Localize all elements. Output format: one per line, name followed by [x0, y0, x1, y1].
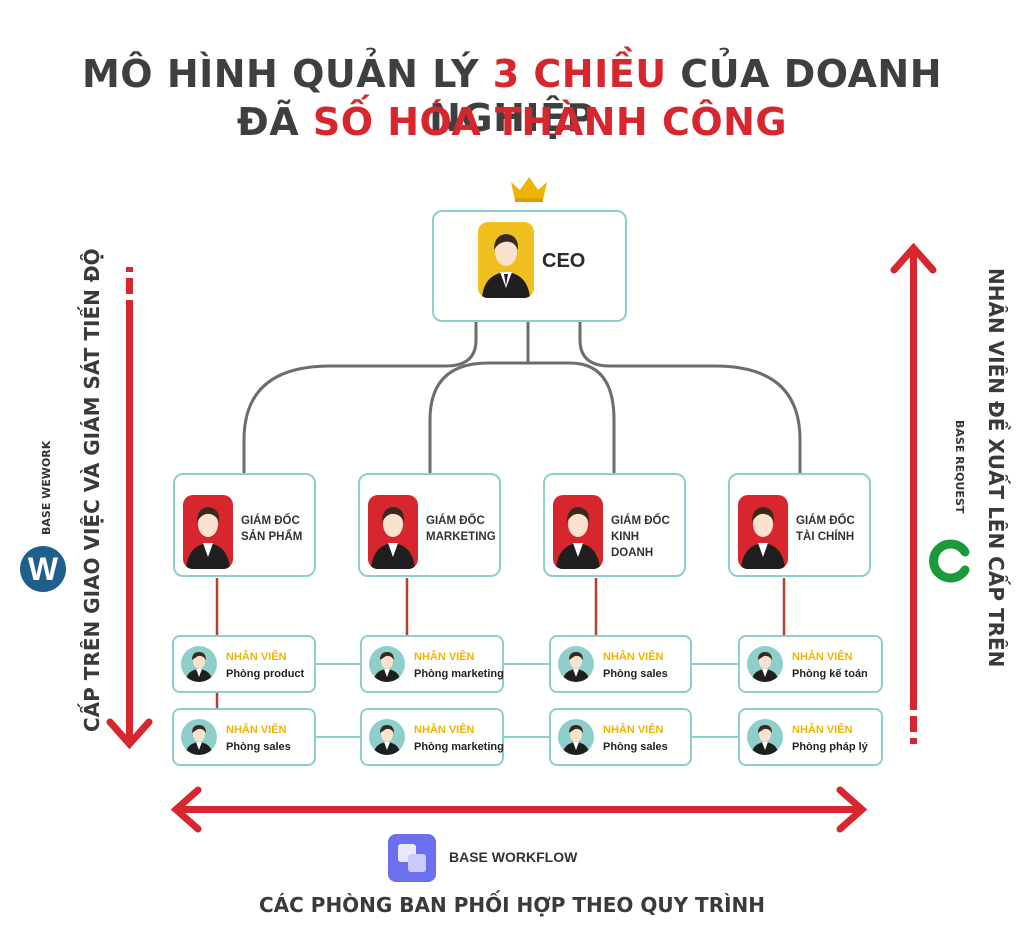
ceo-label: CEO [542, 250, 586, 272]
person-icon [562, 725, 590, 755]
employee-card: NHÂN VIÊN Phòng kế toán [738, 635, 883, 693]
employee-card: NHÂN VIÊN Phòng product [172, 635, 316, 693]
base-workflow-logo-icon [388, 834, 436, 882]
employee-dept: Phòng sales [603, 741, 668, 753]
person-icon [751, 652, 779, 682]
person-icon [373, 725, 401, 755]
employee-title: NHÂN VIÊN [226, 724, 287, 736]
title-line-2: ĐÃ SỐ HÓA THÀNH CÔNG [236, 100, 788, 144]
crown-icon [511, 177, 547, 202]
person-icon [482, 234, 530, 298]
employee-dept: Phòng marketing [414, 741, 504, 753]
left-down-arrow [106, 267, 153, 750]
base-workflow-label: BASE WORKFLOW [449, 849, 578, 865]
employee-title: NHÂN VIÊN [414, 724, 475, 736]
employee-dept: Phòng product [226, 668, 305, 680]
ceo-connectors [242, 310, 802, 487]
employee-title: NHÂN VIÊN [603, 724, 664, 736]
director-avatar [553, 495, 603, 569]
employee-card: NHÂN VIÊN Phòng sales [172, 708, 316, 766]
person-icon [751, 725, 779, 755]
right-axis-text: NHÂN VIÊN ĐỀ XUẤT LÊN CẤP TRÊN [984, 268, 1008, 668]
left-axis-text: CẤP TRÊN GIAO VIỆC VÀ GIÁM SÁT TIẾN ĐỘ [80, 248, 104, 732]
director-avatar [738, 495, 788, 569]
bottom-axis-text: CÁC PHÒNG BAN PHỐI HỢP THEO QUY TRÌNH [258, 893, 766, 917]
employee-links [316, 663, 740, 738]
employee-dept: Phòng sales [226, 741, 291, 753]
base-wework-logo-icon: W [20, 546, 66, 592]
employee-card: NHÂN VIÊN Phòng sales [549, 635, 692, 693]
ceo-avatar [478, 222, 534, 298]
person-icon [741, 507, 785, 569]
employee-card: NHÂN VIÊN Phòng marketing [360, 635, 504, 693]
employee-title: NHÂN VIÊN [792, 651, 853, 663]
person-icon [185, 652, 213, 682]
title-line-1: MÔ HÌNH QUẢN LÝ 3 CHIỀU CỦA DOANH NGHIỆP [81, 52, 943, 140]
employee-title: NHÂN VIÊN [603, 651, 664, 663]
ceo-node: CEO [432, 210, 627, 322]
director-employee-connectors [215, 578, 786, 718]
person-icon [185, 725, 213, 755]
employee-dept: Phòng kế toán [792, 668, 868, 680]
director-avatar [368, 495, 418, 569]
employee-card: NHÂN VIÊN Phòng sales [549, 708, 692, 766]
director-avatar [183, 495, 233, 569]
employee-avatar [181, 646, 217, 682]
employee-title: NHÂN VIÊN [792, 724, 853, 736]
bottom-double-arrow [170, 786, 868, 833]
employee-avatar [747, 646, 783, 682]
person-icon [373, 652, 401, 682]
employee-avatar [558, 646, 594, 682]
employee-avatar [369, 646, 405, 682]
employee-card: NHÂN VIÊN Phòng pháp lý [738, 708, 883, 766]
employee-avatar [369, 719, 405, 755]
employee-dept: Phòng marketing [414, 668, 504, 680]
person-icon [556, 507, 600, 569]
person-icon [186, 507, 230, 569]
employee-card: NHÂN VIÊN Phòng marketing [360, 708, 504, 766]
base-request-logo-icon [929, 539, 970, 583]
employee-title: NHÂN VIÊN [414, 651, 475, 663]
employee-dept: Phòng sales [603, 668, 668, 680]
employee-avatar [747, 719, 783, 755]
base-wework-label: BASE WEWORK [40, 440, 53, 535]
employee-avatar [558, 719, 594, 755]
base-request-label: BASE REQUEST [953, 420, 966, 514]
right-up-arrow [890, 242, 937, 744]
person-icon [562, 652, 590, 682]
employee-dept: Phòng pháp lý [792, 741, 868, 753]
person-icon [371, 507, 415, 569]
employee-title: NHÂN VIÊN [226, 651, 287, 663]
employee-avatar [181, 719, 217, 755]
